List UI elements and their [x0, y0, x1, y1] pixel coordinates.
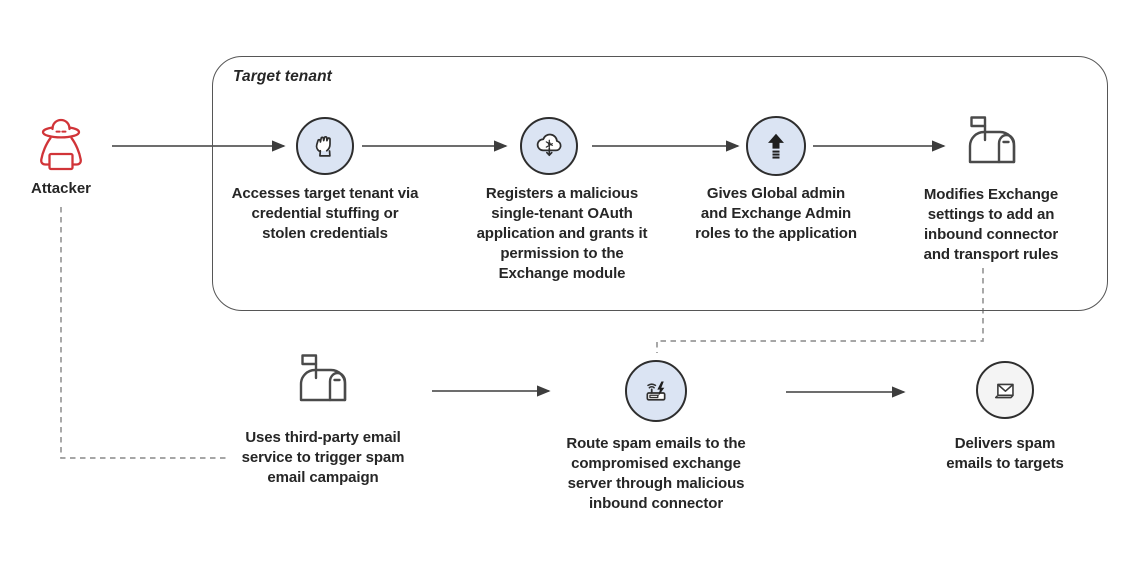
bottom-step3-caption: Delivers spam emails to targets [946, 435, 1064, 472]
privilege-elevation-icon [768, 133, 784, 159]
bottom-step2-badge [625, 360, 687, 422]
dashed-attacker-to-spam-service [60, 207, 226, 459]
step1-badge [296, 117, 354, 175]
mailbox-icon [968, 116, 1016, 164]
step3-badge [746, 116, 806, 176]
spam-email-icon [994, 383, 1014, 399]
step2-badge [520, 117, 578, 175]
spy-attacker-icon [40, 118, 82, 171]
dashed-step4-to-router [656, 268, 984, 353]
bottom-step2-caption: Route spam emails to the compromised exc… [566, 435, 746, 512]
bottom-step3-badge [976, 361, 1034, 419]
cloud-app-registration-icon [536, 133, 562, 156]
attacker-label: Attacker [30, 180, 92, 197]
mailbox-icon [299, 354, 347, 402]
step1-caption: Accesses target tenant via credential st… [231, 185, 419, 242]
target-tenant-box: Target tenant [212, 56, 1108, 311]
bottom-step1-caption: Uses third-party email service to trigge… [241, 429, 405, 486]
target-tenant-title: Target tenant [233, 68, 332, 85]
step2-caption: Registers a malicious single-tenant OAut… [476, 185, 648, 282]
step4-caption: Modifies Exchange settings to add an inb… [923, 186, 1059, 263]
compromised-router-icon [646, 381, 666, 401]
step3-caption: Gives Global admin and Exchange Admin ro… [695, 185, 857, 242]
fist-compromise-icon [315, 135, 331, 157]
